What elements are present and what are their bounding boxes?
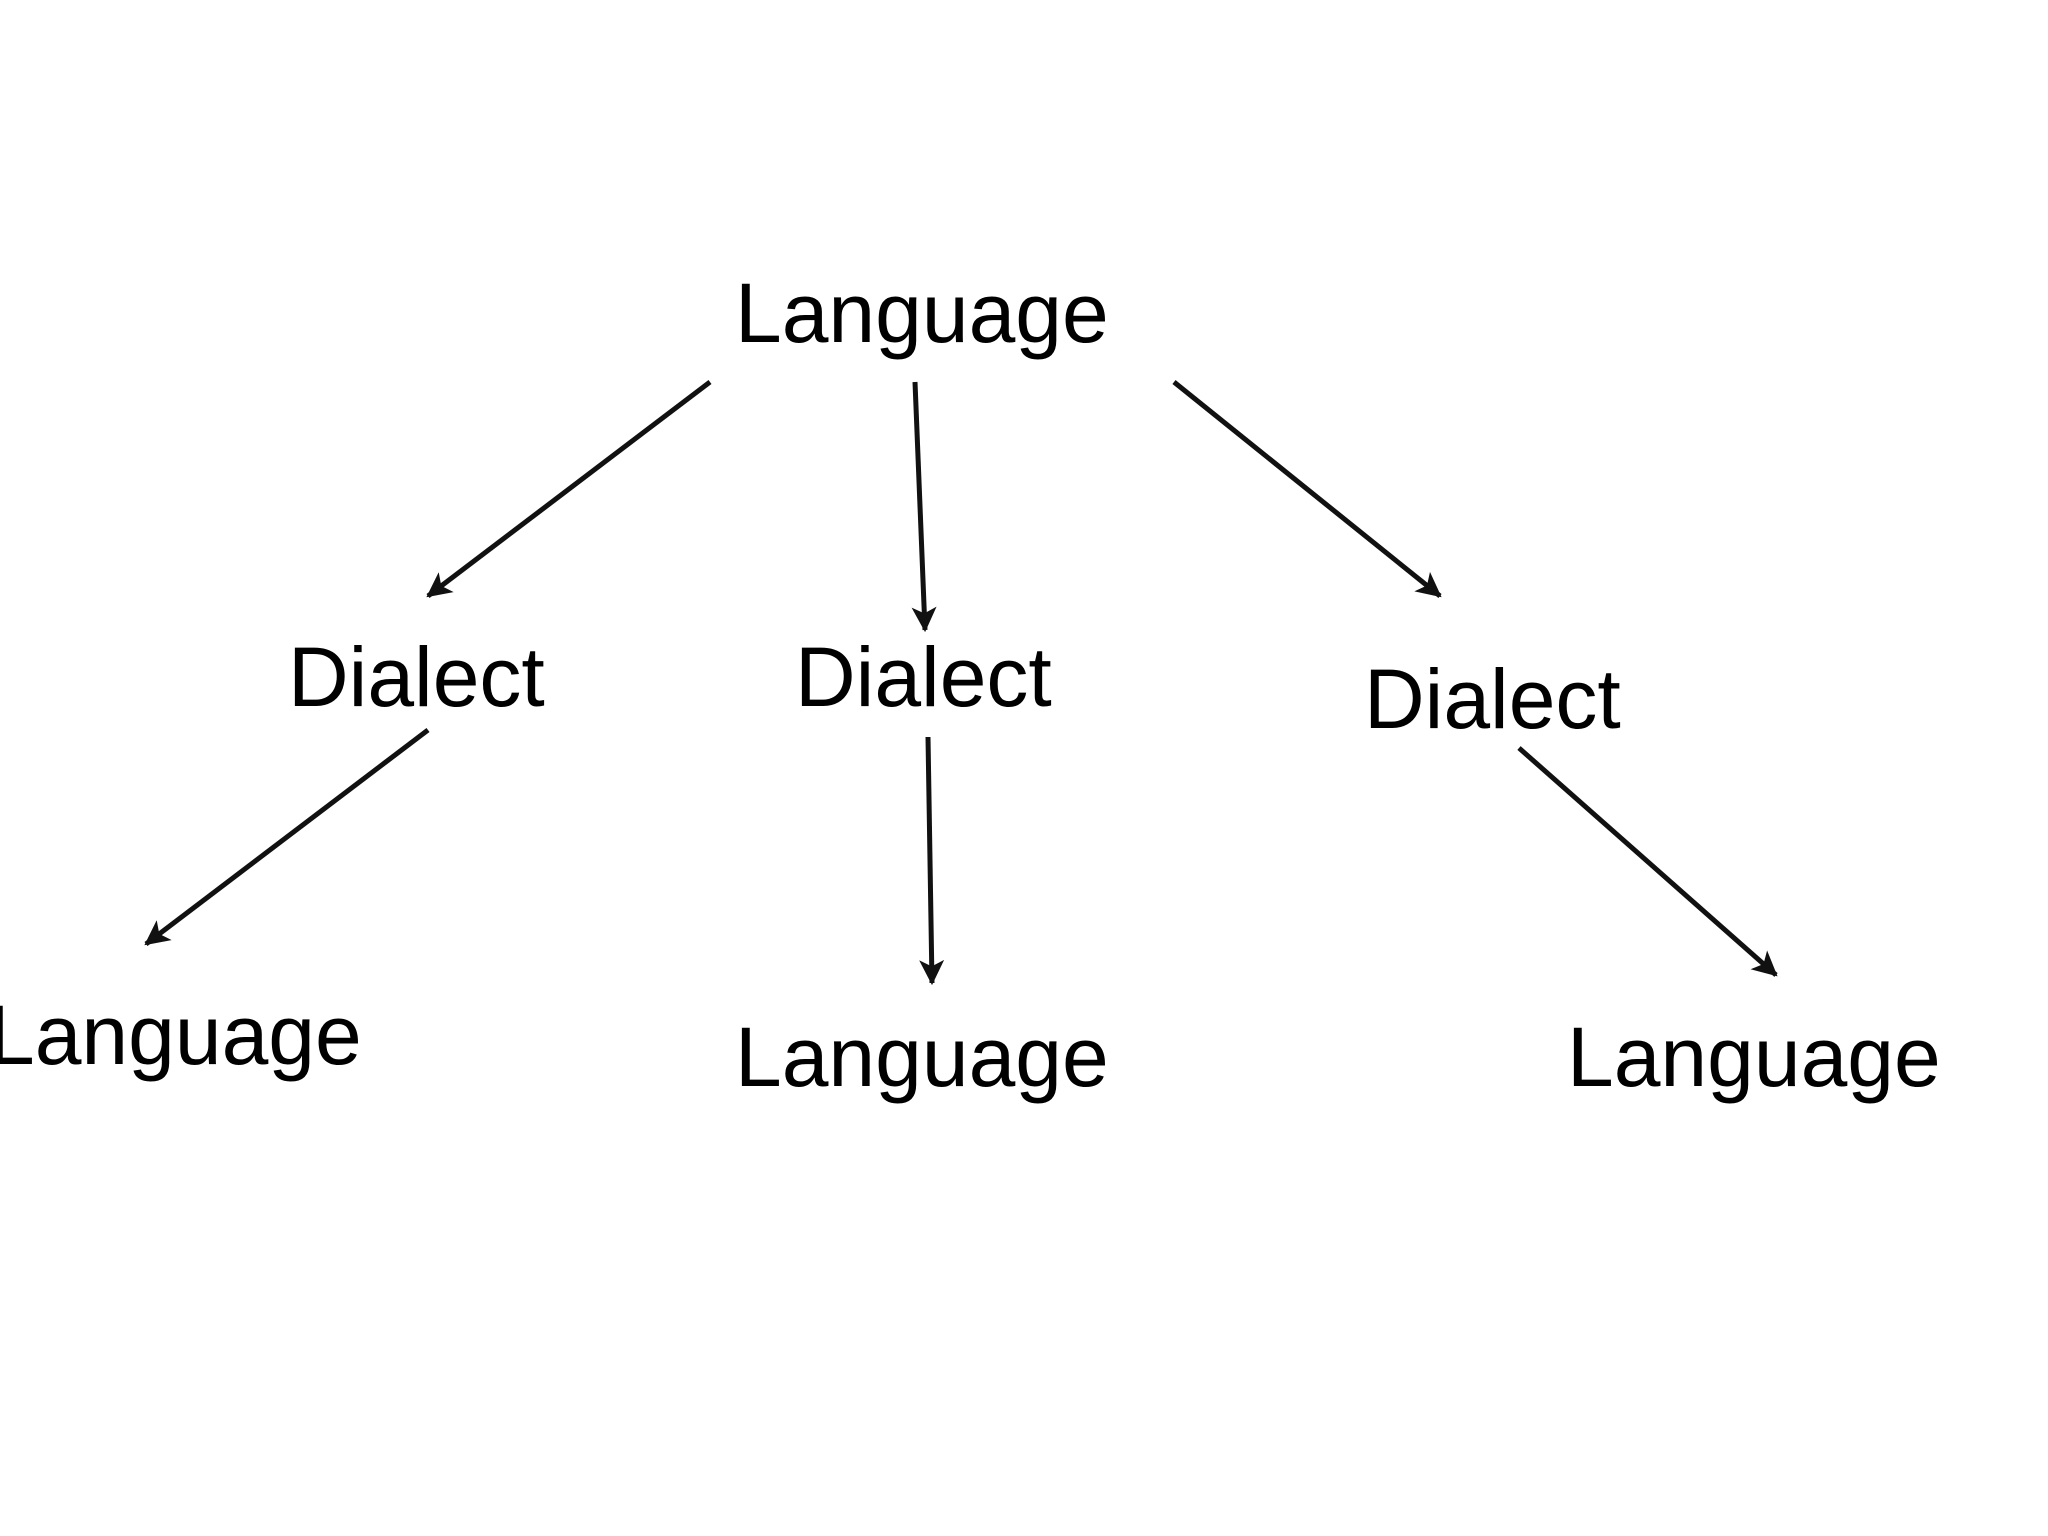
edges <box>144 380 1778 986</box>
node-language-middle: Language <box>735 1010 1109 1104</box>
node-dialect-left: Dialect <box>288 630 545 724</box>
edge-dialect-left-to-language-left <box>144 728 430 946</box>
edge-dialect-right-to-language-right <box>1517 746 1778 977</box>
node-language-right: Language <box>1567 1010 1941 1104</box>
node-language-left: Language <box>0 988 362 1082</box>
node-dialect-right: Dialect <box>1364 652 1621 746</box>
edge-dialect-middle-to-language-middle <box>919 736 945 986</box>
node-dialect-middle: Dialect <box>795 630 1052 724</box>
node-root-language: Language <box>735 266 1109 360</box>
nodes: Language Dialect Dialect Dialect Languag… <box>0 266 1941 1104</box>
edge-root-to-dialect-middle <box>911 381 937 633</box>
edge-root-to-dialect-right <box>1172 380 1442 598</box>
edge-root-to-dialect-left <box>426 380 712 598</box>
